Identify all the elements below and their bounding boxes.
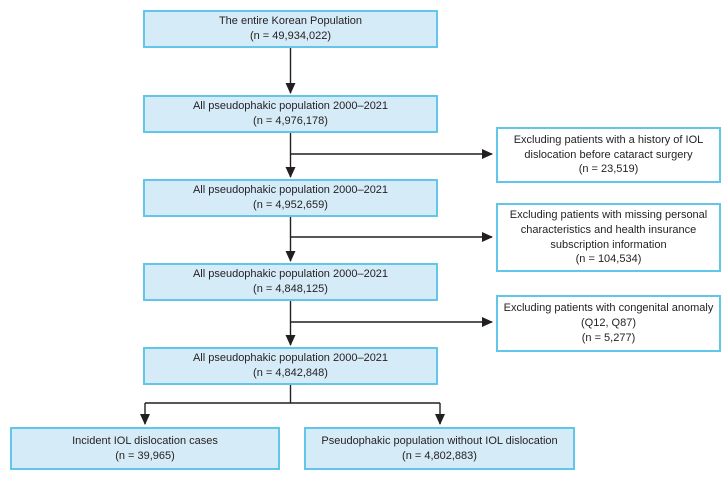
flow-box-pseudophakic-2: All pseudophakic population 2000–2021 (n…	[143, 179, 438, 217]
split-connector	[145, 385, 440, 404]
box-count: (n = 39,965)	[115, 449, 175, 462]
box-label: All pseudophakic population 2000–2021	[192, 352, 389, 365]
box-label: The entire Korean Population	[218, 15, 363, 28]
flow-box-exclusion-history-iol: Excluding patients with a history of IOL…	[496, 127, 721, 183]
box-count: (n = 5,277)	[581, 331, 636, 344]
flow-box-pseudophakic-4: All pseudophakic population 2000–2021 (n…	[143, 347, 438, 385]
box-count: (n = 4,848,125)	[253, 283, 328, 295]
flow-box-pseudophakic-3: All pseudophakic population 2000–2021 (n…	[143, 263, 438, 301]
box-count: (n = 49,934,022)	[249, 30, 332, 42]
flow-box-without-iol-dislocation: Pseudophakic population without IOL disl…	[304, 427, 575, 470]
box-count: (n = 4,952,659)	[253, 199, 328, 211]
flow-box-entire-korean-population: The entire Korean Population (n = 49,934…	[143, 10, 438, 48]
box-count: (n = 23,519)	[578, 163, 639, 176]
box-label: Incident IOL dislocation cases	[72, 434, 218, 447]
box-label: Excluding patients with missing personal…	[509, 208, 708, 251]
flow-box-exclusion-missing-info: Excluding patients with missing personal…	[496, 203, 721, 272]
box-label: Excluding patients with a history of IOL…	[513, 133, 704, 161]
flow-box-pseudophakic-1: All pseudophakic population 2000–2021 (n…	[143, 95, 438, 133]
box-count: (n = 4,802,883)	[402, 449, 477, 462]
box-label: Excluding patients with congenital anoma…	[503, 302, 714, 330]
box-label: All pseudophakic population 2000–2021	[192, 268, 389, 281]
box-count: (n = 4,842,848)	[253, 367, 328, 379]
box-label: All pseudophakic population 2000–2021	[192, 100, 389, 113]
box-label: All pseudophakic population 2000–2021	[192, 184, 389, 197]
box-count: (n = 4,976,178)	[253, 115, 328, 127]
box-count: (n = 104,534)	[575, 253, 642, 266]
flow-box-exclusion-congenital-anomaly: Excluding patients with congenital anoma…	[496, 295, 721, 352]
box-label: Pseudophakic population without IOL disl…	[321, 434, 558, 447]
flow-box-incident-iol-dislocation: Incident IOL dislocation cases (n = 39,9…	[10, 427, 280, 470]
